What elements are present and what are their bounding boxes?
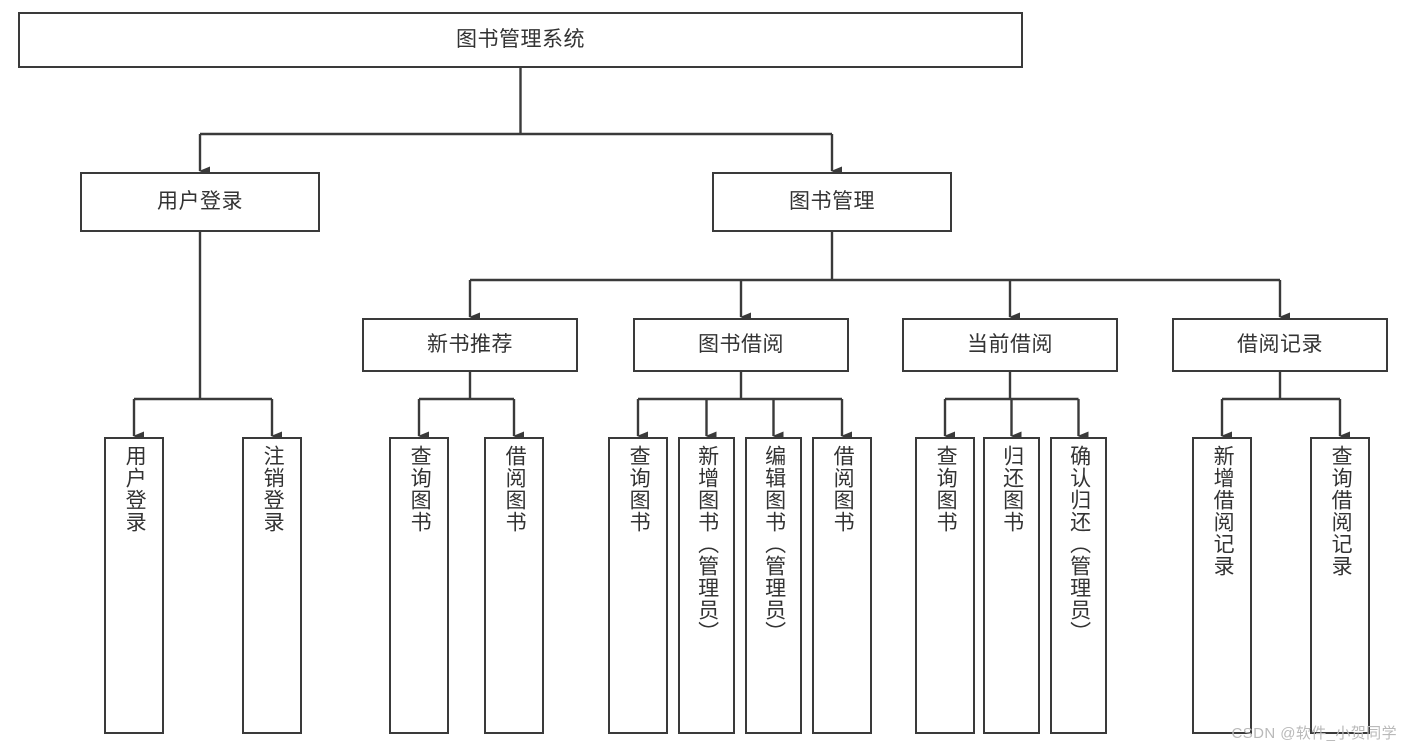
node-leaf-conf[interactable]: 确认归还（管理员） <box>1050 437 1107 734</box>
node-leaf-logout[interactable]: 注销登录 <box>242 437 302 734</box>
node-label-borrow: 图书借阅 <box>698 332 784 356</box>
node-label-leaf-conf: 确认归还（管理员） <box>1067 445 1091 643</box>
node-leaf-q3[interactable]: 查询图书 <box>915 437 975 734</box>
node-leaf-login[interactable]: 用户登录 <box>104 437 164 734</box>
node-records[interactable]: 借阅记录 <box>1172 318 1388 372</box>
node-label-leaf-b2: 借阅图书 <box>831 445 855 533</box>
node-label-root: 图书管理系统 <box>456 27 585 51</box>
node-label-current: 当前借阅 <box>967 332 1053 356</box>
node-label-leaf-ret: 归还图书 <box>1000 445 1024 533</box>
node-leaf-add[interactable]: 新增图书（管理员） <box>678 437 735 734</box>
watermark-text: CSDN @软件_小贺同学 <box>1231 725 1397 742</box>
node-borrow[interactable]: 图书借阅 <box>633 318 849 372</box>
node-label-records: 借阅记录 <box>1237 332 1323 356</box>
node-label-newbook: 新书推荐 <box>427 332 513 356</box>
node-label-leaf-q2: 查询图书 <box>627 445 651 533</box>
node-label-leaf-b1: 借阅图书 <box>503 445 527 533</box>
node-label-leaf-q1: 查询图书 <box>408 445 432 533</box>
node-newbook[interactable]: 新书推荐 <box>362 318 578 372</box>
node-current[interactable]: 当前借阅 <box>902 318 1118 372</box>
node-label-leaf-add: 新增图书（管理员） <box>695 445 719 643</box>
node-leaf-addrec[interactable]: 新增借阅记录 <box>1192 437 1252 734</box>
node-label-leaf-edit: 编辑图书（管理员） <box>762 445 786 643</box>
node-label-login: 用户登录 <box>157 189 243 213</box>
node-leaf-b1[interactable]: 借阅图书 <box>484 437 544 734</box>
node-login[interactable]: 用户登录 <box>80 172 320 232</box>
node-leaf-q2[interactable]: 查询图书 <box>608 437 668 734</box>
node-leaf-edit[interactable]: 编辑图书（管理员） <box>745 437 802 734</box>
node-leaf-qrec[interactable]: 查询借阅记录 <box>1310 437 1370 734</box>
node-label-leaf-login: 用户登录 <box>123 445 147 533</box>
node-label-leaf-qrec: 查询借阅记录 <box>1329 445 1353 577</box>
node-leaf-q1[interactable]: 查询图书 <box>389 437 449 734</box>
node-leaf-ret[interactable]: 归还图书 <box>983 437 1040 734</box>
node-label-leaf-logout: 注销登录 <box>261 445 285 533</box>
node-bookmgmt[interactable]: 图书管理 <box>712 172 952 232</box>
node-leaf-b2[interactable]: 借阅图书 <box>812 437 872 734</box>
node-label-bookmgmt: 图书管理 <box>789 189 875 213</box>
node-label-leaf-addrec: 新增借阅记录 <box>1211 445 1235 577</box>
node-label-leaf-q3: 查询图书 <box>934 445 958 533</box>
node-root[interactable]: 图书管理系统 <box>18 12 1023 68</box>
